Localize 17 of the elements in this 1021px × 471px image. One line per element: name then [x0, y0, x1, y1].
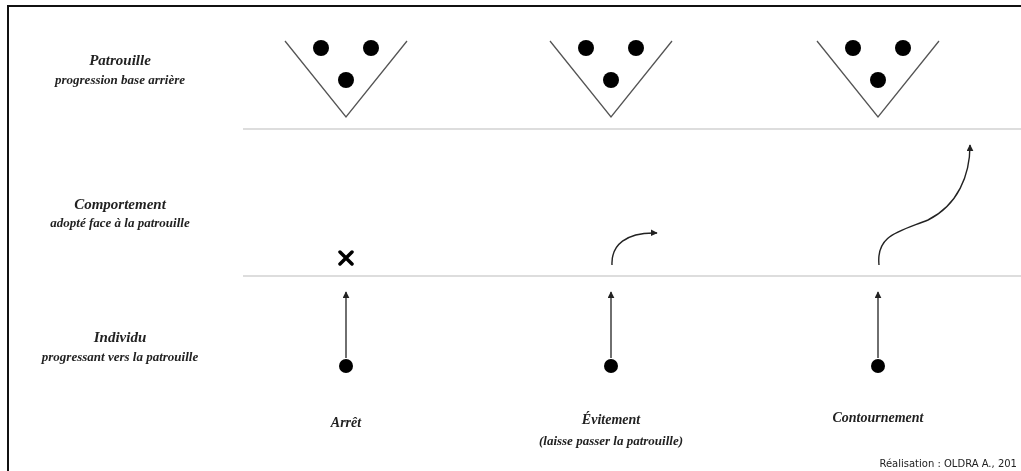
row-subtitle: progressant vers la patrouille	[41, 349, 199, 365]
person-dot	[871, 359, 885, 373]
row-heading: Comportement	[74, 195, 166, 213]
column-caption: (laisse passer la patrouille)	[538, 433, 684, 449]
arrow	[874, 291, 882, 359]
person-dot	[604, 359, 618, 373]
row-subtitle: adopté face à la patrouille	[50, 215, 190, 231]
person-dot	[339, 359, 353, 373]
column-caption: Contournement	[832, 410, 924, 426]
arrow	[607, 291, 615, 359]
row-heading: Patrouille	[89, 51, 151, 69]
row-subtitle: progression base arrière	[55, 72, 185, 88]
row-heading: Individu	[93, 328, 147, 346]
arrow	[342, 291, 350, 359]
credit-note: Réalisation : OLDRA A., 201	[879, 457, 1017, 469]
column-caption: Arrêt	[330, 415, 362, 431]
column-caption: Évitement	[581, 412, 641, 428]
